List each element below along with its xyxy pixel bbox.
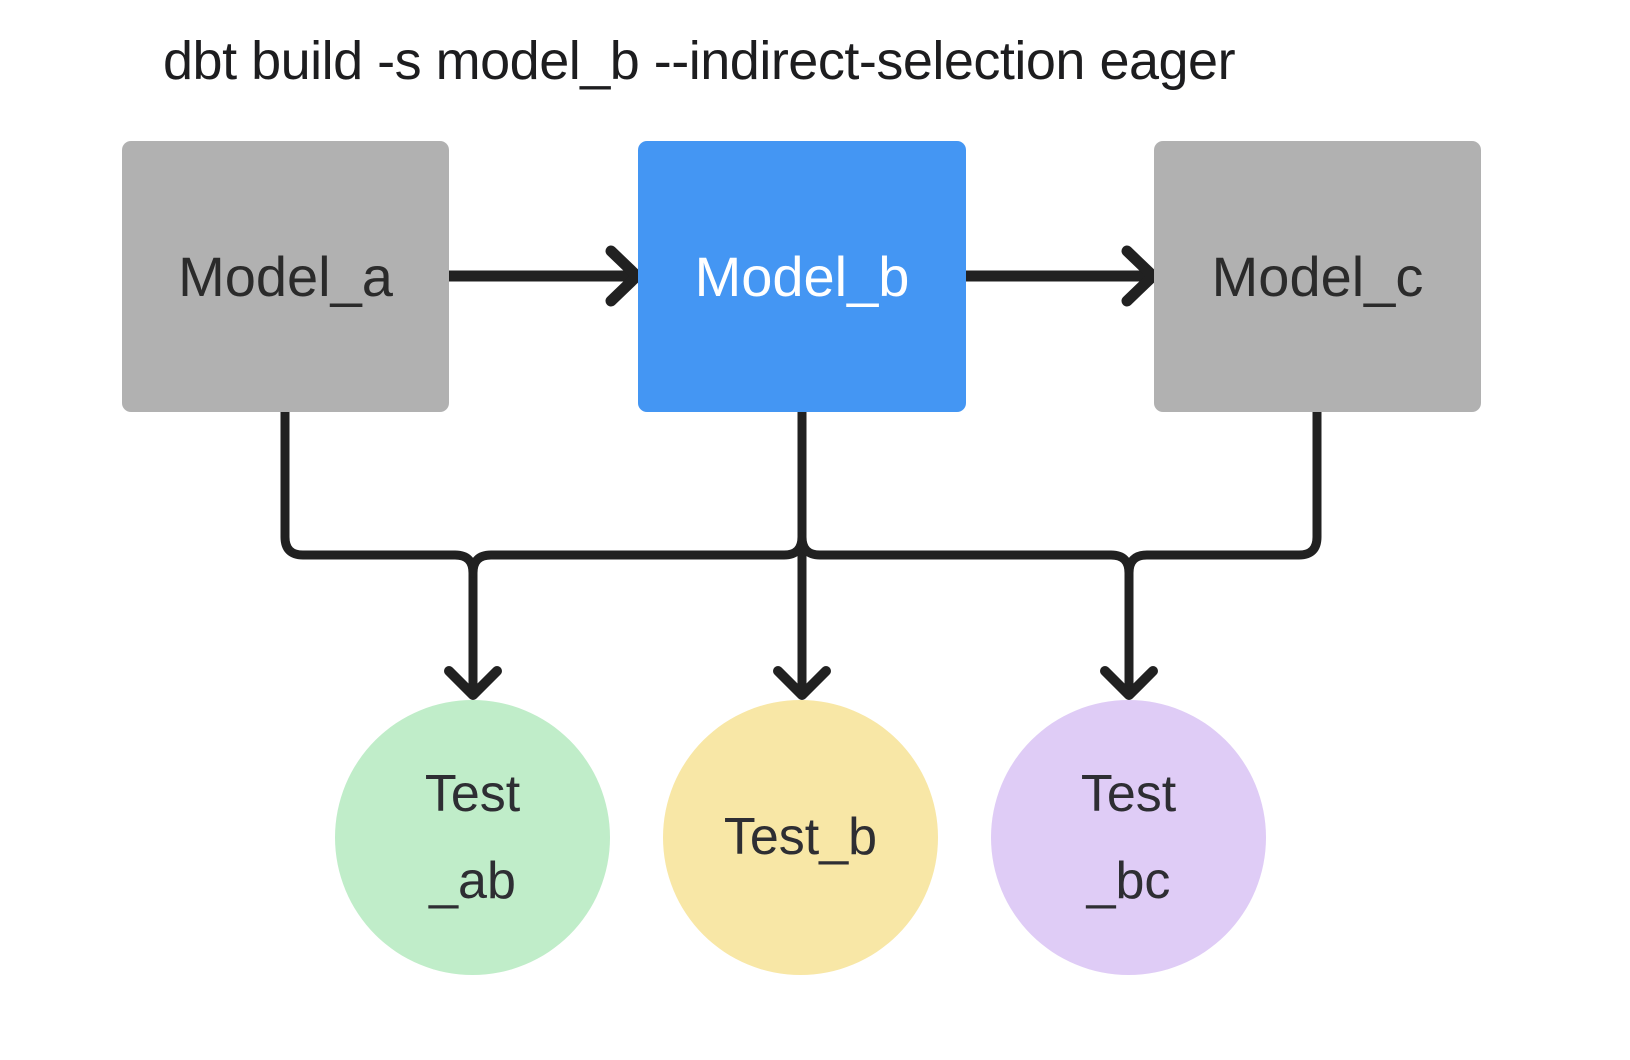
node-test-b: Test_b <box>663 700 938 975</box>
arrowhead-test-ab <box>444 666 502 700</box>
node-test-b-label-line1: Test_b <box>723 808 878 866</box>
edge-model-a-to-model-b <box>443 245 643 307</box>
node-test-ab: Test _ab <box>335 700 610 975</box>
node-model-c-label: Model_c <box>1211 245 1424 308</box>
node-test-ab-label-line2: _ab <box>429 851 516 910</box>
node-test-ab-label-line1: Test <box>424 764 521 823</box>
node-model-a: Model_a <box>122 141 449 412</box>
node-model-b: Model_b <box>638 141 966 412</box>
diagram-title: dbt build -s model_b --indirect-selectio… <box>163 31 1236 91</box>
arrowhead-test-bc <box>1100 666 1158 700</box>
node-model-a-label: Model_a <box>178 245 393 308</box>
edge-model-b-to-model-c <box>960 245 1159 307</box>
node-model-c: Model_c <box>1154 141 1481 412</box>
edge-trunk-models-to-tests <box>280 407 1322 696</box>
node-test-bc-label-line1: Test <box>1080 764 1177 823</box>
node-test-bc-label-line2: _bc <box>1086 851 1171 910</box>
arrowhead-test-b <box>773 666 831 700</box>
node-test-bc: Test _bc <box>991 700 1266 975</box>
node-model-b-label: Model_b <box>694 245 910 308</box>
